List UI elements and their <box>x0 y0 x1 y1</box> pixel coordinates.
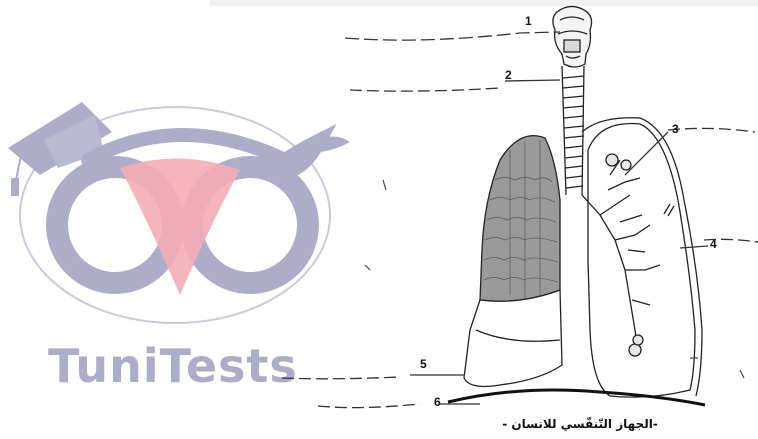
diagram-caption: -الجهاز التّنفّسي للانسان - <box>502 416 658 431</box>
tunitests-watermark-logo: TuniTests <box>8 102 350 393</box>
scan-top-edge <box>210 0 758 6</box>
label-number-1: 1 <box>525 14 532 28</box>
label-number-3: 3 <box>672 122 679 136</box>
label-number-5: 5 <box>420 357 427 371</box>
lung-left-drawing <box>464 136 562 387</box>
trachea-drawing <box>562 66 584 195</box>
larynx-drawing <box>553 6 592 67</box>
label-number-4: 4 <box>710 237 717 251</box>
label-number-2: 2 <box>505 68 512 82</box>
lung-right-drawing <box>582 118 702 397</box>
watermark-text: TuniTests <box>48 339 298 393</box>
label-number-6: 6 <box>434 395 441 409</box>
